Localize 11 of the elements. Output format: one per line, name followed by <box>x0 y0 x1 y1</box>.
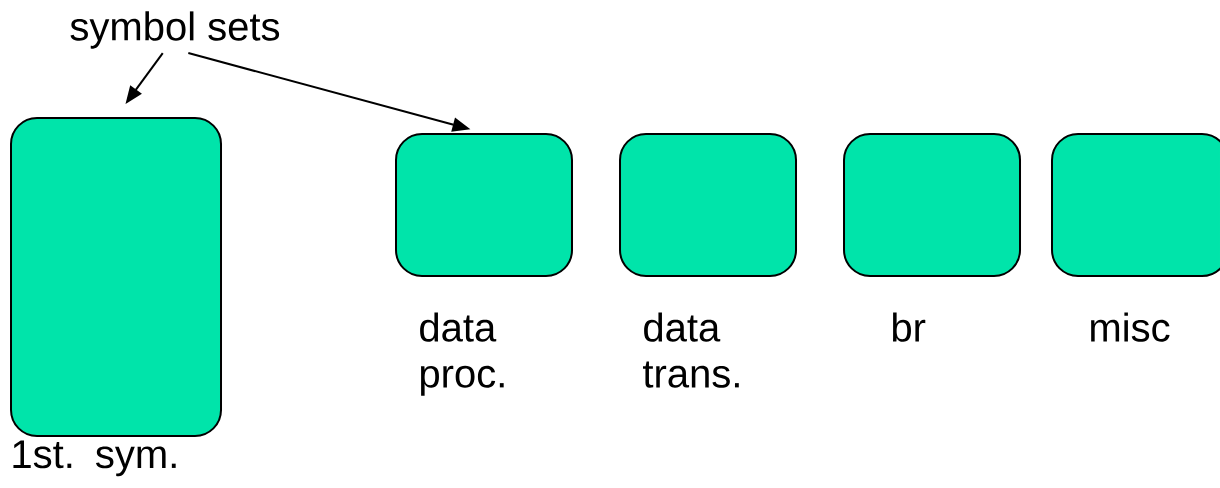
box-caption: data proc. <box>420 312 504 396</box>
box-caption: br <box>893 312 926 342</box>
rounded-box <box>619 133 797 277</box>
rounded-box <box>843 133 1021 277</box>
callout-text: symbol sets <box>70 11 280 49</box>
box-caption: 1st. sym. <box>13 440 176 477</box>
rounded-box <box>10 117 222 437</box>
box-caption: data trans. <box>643 312 739 388</box>
rounded-box <box>1051 133 1220 277</box>
rounded-box <box>395 133 573 277</box>
box-caption: misc <box>1091 312 1170 342</box>
